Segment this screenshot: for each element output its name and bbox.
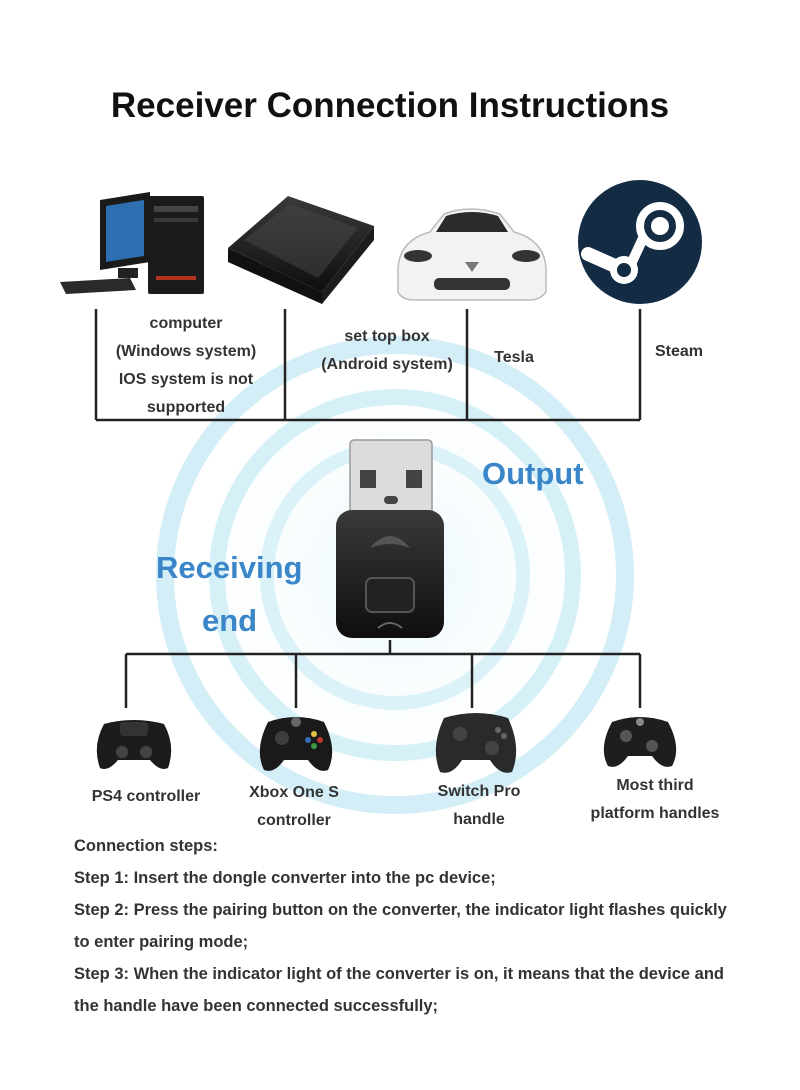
step-line: to enter pairing mode; <box>74 933 249 951</box>
computer-label-line: (Windows system) <box>115 343 257 360</box>
ps4-controller-icon <box>96 720 172 769</box>
third-party-controller-icon <box>603 717 677 767</box>
xbox-label-line: controller <box>257 812 331 829</box>
computer-icon <box>60 192 204 294</box>
step-line: the handle have been connected successfu… <box>74 997 439 1015</box>
tesla-car-icon <box>397 208 547 301</box>
computer-label-line: supported <box>146 399 226 416</box>
receiving-label-line-2: end <box>202 603 258 638</box>
output-label-set-top-box: set top box (Android system) <box>302 323 472 379</box>
set-top-box-icon <box>228 196 374 304</box>
steps-heading: Connection steps: <box>74 837 218 855</box>
switch-pro-label-line: Switch Pro <box>437 783 521 800</box>
steam-logo-icon <box>578 180 702 304</box>
output-connector-lines <box>94 309 642 422</box>
computer-label-line: computer <box>149 315 223 332</box>
switch-pro-label-line: handle <box>453 811 505 828</box>
output-label-computer: computer (Windows system) IOS system is … <box>100 310 272 422</box>
step-line: Step 1: Insert the dongle converter into… <box>74 869 496 887</box>
tesla-label: Tesla <box>494 349 534 366</box>
usb-dongle-icon <box>336 439 444 638</box>
step-line: Step 2: Press the pairing button on the … <box>74 901 727 919</box>
receiving-label-line-1: Receiving <box>156 550 303 585</box>
input-label-third-party: Most third platform handles <box>580 772 730 828</box>
computer-label-line: IOS system is not <box>118 371 254 388</box>
connection-steps: Connection steps: Step 1: Insert the don… <box>74 830 794 1022</box>
steam-label: Steam <box>654 343 704 360</box>
third-party-label-line: platform handles <box>590 805 720 822</box>
ps4-label: PS4 controller <box>91 788 201 805</box>
step-line: Step 3: When the indicator light of the … <box>74 965 725 983</box>
output-label: Output <box>482 456 584 491</box>
xbox-controller-icon <box>259 717 333 771</box>
input-label-switch-pro: Switch Pro handle <box>420 778 538 834</box>
output-label-tesla: Tesla <box>478 344 550 372</box>
output-label-steam: Steam <box>648 338 710 366</box>
input-label-ps4: PS4 controller <box>76 783 216 811</box>
switch-pro-controller-icon <box>435 713 517 773</box>
xbox-label-line: Xbox One S <box>249 784 339 801</box>
input-label-xbox: Xbox One S controller <box>236 779 352 835</box>
input-connector-lines <box>124 640 642 708</box>
set-top-box-label-line: (Android system) <box>321 356 453 373</box>
page-title: Receiver Connection Instructions <box>110 86 670 125</box>
set-top-box-label-line: set top box <box>344 328 430 345</box>
third-party-label-line: Most third <box>616 777 694 794</box>
